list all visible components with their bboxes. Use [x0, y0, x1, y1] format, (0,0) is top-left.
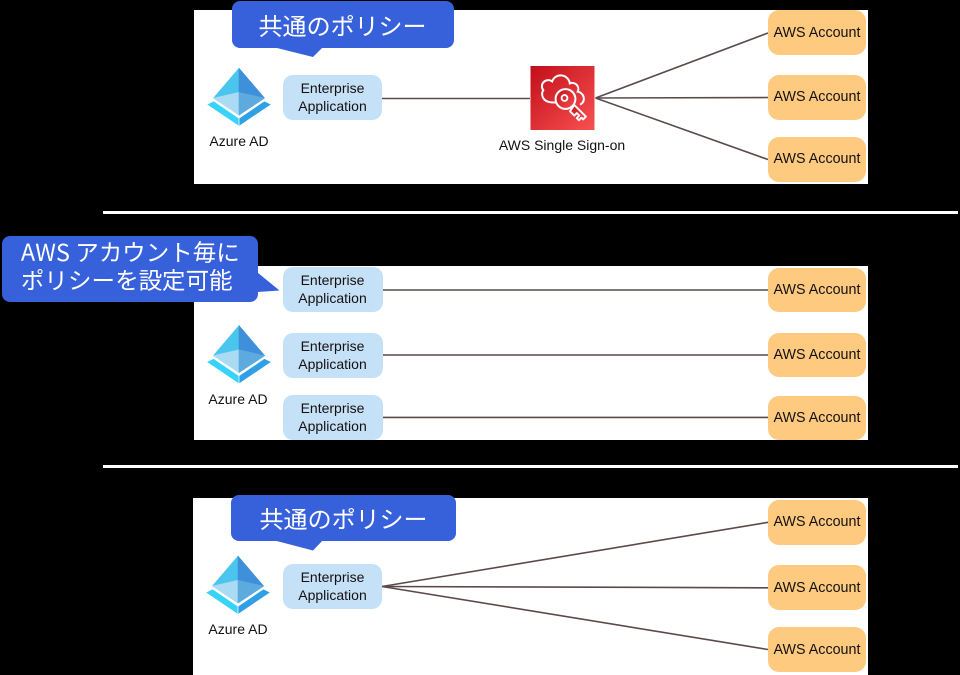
callout-common-policy-top: 共通のポリシー	[231, 1, 454, 48]
azure-ad-label-text: Azure AD	[208, 390, 268, 407]
aws-account-box: AWS Account	[768, 565, 866, 611]
callout-per-account-policy: AWS アカウント毎に ポリシーを設定可能	[2, 234, 258, 302]
callout-common-policy-bottom: 共通のポリシー	[231, 494, 456, 541]
aws-account-label: AWS Account	[773, 346, 861, 363]
enterprise-application-line2: Application	[298, 289, 367, 306]
callout-common-policy-bottom-text: 共通のポリシー	[259, 500, 428, 536]
aws-sso-icon	[530, 66, 595, 130]
azure-ad-icon	[207, 325, 271, 384]
callout-common-policy-top-text: 共通のポリシー	[258, 7, 427, 42]
aws-account-box: AWS Account	[768, 74, 866, 120]
enterprise-application-line1: Enterprise	[300, 568, 365, 585]
azure-ad-label-text: Azure AD	[209, 133, 269, 149]
aws-account-label: AWS Account	[773, 514, 861, 531]
azure-ad-icon	[206, 555, 270, 614]
enterprise-application-box: Enterprise Application	[282, 267, 383, 312]
aws-sso-cloud-key	[540, 74, 587, 122]
aws-account-box: AWS Account	[768, 10, 866, 55]
enterprise-application-line2: Application	[298, 417, 367, 434]
aws-account-label: AWS Account	[773, 89, 861, 105]
azure-ad-label: Azure AD	[173, 391, 303, 407]
aws-account-box: AWS Account	[768, 136, 866, 182]
enterprise-application-line2: Application	[298, 586, 367, 603]
aws-account-label: AWS Account	[773, 151, 861, 168]
azure-ad-label: Azure AD	[174, 133, 304, 149]
azure-ad-label: Azure AD	[173, 621, 303, 637]
enterprise-application-line2: Application	[298, 97, 367, 114]
enterprise-application-box: Enterprise Application	[282, 395, 383, 440]
enterprise-application-line1: Enterprise	[300, 271, 365, 288]
enterprise-application-box: Enterprise Application	[283, 564, 382, 609]
enterprise-application-line1: Enterprise	[300, 337, 365, 354]
enterprise-application-box: Enterprise Application	[283, 75, 382, 120]
enterprise-application-line1: Enterprise	[300, 399, 365, 416]
azure-ad-pyramid	[206, 555, 270, 614]
aws-account-label: AWS Account	[773, 409, 861, 426]
enterprise-application-box: Enterprise Application	[282, 333, 383, 378]
aws-sso-label: AWS Single Sign-on	[497, 137, 627, 153]
enterprise-application-line2: Application	[298, 355, 367, 372]
aws-sso-label-text: AWS Single Sign-on	[498, 136, 626, 153]
aws-account-label: AWS Account	[773, 579, 861, 596]
section-divider-2	[103, 465, 958, 468]
aws-account-label: AWS Account	[773, 282, 861, 298]
aws-account-box: AWS Account	[768, 268, 866, 312]
enterprise-application-line1: Enterprise	[300, 79, 365, 96]
azure-ad-label-text: Azure AD	[208, 620, 268, 637]
azure-ad-pyramid	[207, 68, 271, 126]
azure-ad-icon	[207, 68, 271, 126]
aws-account-box: AWS Account	[768, 499, 866, 545]
aws-account-label: AWS Account	[773, 24, 861, 41]
aws-account-box: AWS Account	[768, 332, 866, 377]
azure-ad-pyramid	[207, 325, 271, 384]
callout-per-account-line2: ポリシーを設定可能	[21, 262, 233, 296]
aws-account-label: AWS Account	[773, 641, 861, 658]
section-divider-1	[103, 211, 958, 214]
aws-account-box: AWS Account	[768, 627, 866, 672]
aws-account-box: AWS Account	[768, 395, 866, 440]
callout-per-account-line1: AWS アカウント毎に	[21, 234, 240, 268]
